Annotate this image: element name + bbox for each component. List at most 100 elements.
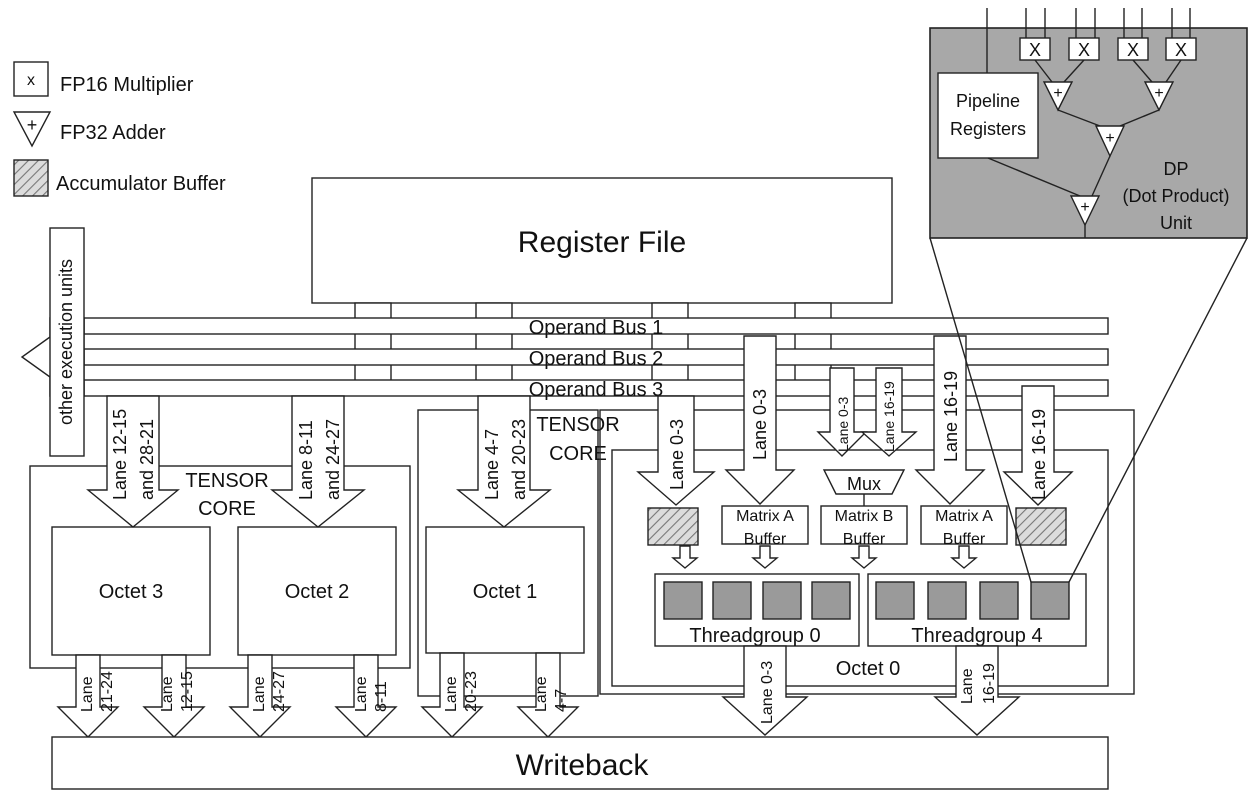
output-lane-12-15-line2: 12-15 [179,671,196,712]
matrix-b-buffer-line1: Matrix B [835,508,894,525]
tensor-core-left-label-2: CORE [198,498,256,520]
octet-2-label: Octet 2 [285,581,349,603]
register-port [794,302,832,382]
dp-unit-cell [712,581,752,620]
output-lane-0-3-label: Lane 0-3 [759,661,776,724]
output-arrow-lane-4-7 [516,652,580,738]
octet-2 [237,526,397,656]
output-lane-16-19-line2: 16-19 [981,663,998,704]
output-arrow-lane-0-3 [721,645,809,736]
input-arrow-lane-4-7 [456,395,552,528]
dp-unit-cell [663,581,703,620]
dp-unit-cell [762,581,802,620]
pipeline-registers-line2: Registers [950,119,1026,139]
mux-lane-0-3-label: Lane 0-3 [835,397,851,452]
input-lane-12-15-line1: Lane 12-15 [110,409,130,500]
output-lane-8-11-line2: 8-11 [373,681,390,712]
input-lane-12-15-line2: and 28-21 [137,419,157,500]
tensor-core-middle-label-1: TENSOR [536,414,619,436]
mux-label: Mux [847,474,881,494]
other-execution-units [49,227,85,457]
register-file-label: Register File [518,226,686,259]
dp-adder-symbol: + [1053,85,1062,102]
output-lane-20-23-line2: 20-23 [463,671,480,712]
tensor-core-right [599,409,1135,695]
matrix-a-buffer-0-line2: Buffer [744,531,787,548]
matrix-b-buffer [820,505,908,545]
dp-adder [1042,81,1074,112]
output-arrow-lane-16-19 [933,645,1021,736]
output-lane-12-15-line1: Lane [159,676,176,712]
zoom-line-left [929,237,1032,583]
input-lane-8-11-line2: and 24-27 [323,419,343,500]
dp-unit-cell [927,581,967,620]
input-lane-0-3-accumulator-label: Lane 0-3 [667,419,687,490]
octet-3 [51,526,211,656]
output-arrow-lane-24-27 [228,654,292,738]
legend-adder-symbol: + [27,115,38,135]
accumulator-buffer-4 [1015,507,1067,546]
buffer-to-threadgroup-arrows [671,545,978,569]
pipeline-registers [937,72,1039,159]
input-arrow-mux-lane-0-3 [816,367,868,457]
operand-bus-3-label: Operand Bus 3 [529,379,664,401]
dp-adder [1143,81,1175,112]
dp-adder-symbol: + [1080,199,1089,216]
tensor-core-left [29,465,411,669]
legend-adder-label: FP32 Adder [60,122,166,144]
writeback [51,736,1109,790]
dp-multiplier-symbol: X [1175,40,1187,60]
input-lane-4-7-line2: and 20-23 [509,419,529,500]
operand-bus-2-label: Operand Bus 2 [529,348,664,370]
octet-3-label: Octet 3 [99,581,163,603]
matrix-a-buffer-4 [920,505,1008,545]
dp-adder-symbol: + [1154,85,1163,102]
mux [822,469,906,495]
legend-multiplier-label: FP16 Multiplier [60,74,194,96]
input-arrow-lane-12-15 [86,395,180,528]
output-lane-8-11-line1: Lane [353,676,370,712]
dp-unit-cell [811,581,851,620]
output-arrow-lane-12-15 [142,654,206,738]
dp-adder [1094,125,1126,158]
tensor-core-middle-label-2: CORE [549,443,607,465]
legend-multiplier-icon [13,61,49,97]
threadgroup-4-label: Threadgroup 4 [911,625,1042,647]
dp-multiplier-symbol: X [1029,40,1041,60]
octet-0 [611,449,1109,687]
dp-unit-label-line2: (Dot Product) [1122,186,1229,206]
octet-1-label: Octet 1 [473,581,537,603]
operand-bus-1-label: Operand Bus 1 [529,317,664,339]
dp-adder-symbol: + [1105,130,1114,147]
legend-multiplier-symbol: x [27,72,35,89]
register-port [354,302,392,382]
dp-unit: X X X X + + + Pipeline Registers + [929,8,1248,239]
matrix-a-buffer-0 [721,505,809,545]
legend-adder-icon [12,111,52,148]
legend-accumulator-label: Accumulator Buffer [56,173,226,195]
tensor-core-left-label-1: TENSOR [185,470,268,492]
other-units-label: other execution units [56,259,76,425]
output-lane-4-7-line2: 4-7 [553,689,570,712]
input-arrow-lane-0-3-matrix-a [724,335,796,505]
output-lane-21-24-line2: 21-24 [99,671,116,712]
writeback-label: Writeback [516,749,650,782]
octet-0-label: Octet 0 [836,658,900,680]
input-lane-16-19-accumulator-label: Lane 16-19 [1029,409,1049,500]
input-arrow-lane-16-19-accumulator [1002,385,1074,506]
dp-multiplier-symbol: X [1078,40,1090,60]
input-lane-16-19-matrix-a-label: Lane 16-19 [941,371,961,462]
input-arrow-mux-lane-16-19 [860,367,918,457]
dp-unit-cell-highlighted [1030,581,1070,620]
dp-unit-cell [979,581,1019,620]
input-arrow-lane-8-11 [270,395,366,528]
small-down-arrow [671,545,699,569]
small-down-arrow [751,545,779,569]
matrix-a-buffer-4-line2: Buffer [943,531,986,548]
dp-unit-label-line3: Unit [1160,213,1192,233]
register-port [651,302,689,382]
legend-accumulator-icon [13,159,49,197]
output-arrow-lane-21-24 [56,654,120,738]
register-port [475,302,513,382]
